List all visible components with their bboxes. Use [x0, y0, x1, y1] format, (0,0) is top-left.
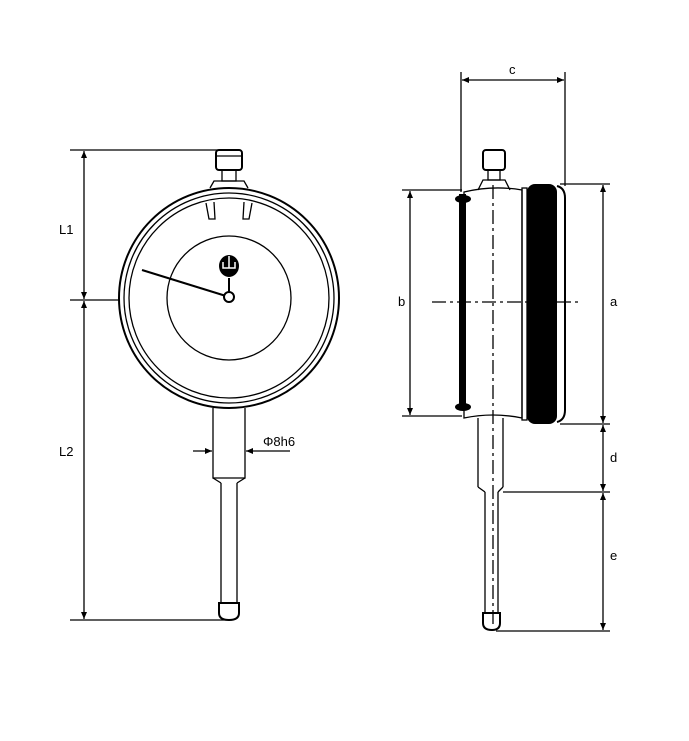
- dim-b-label: b: [398, 294, 405, 309]
- side-stem: [477, 418, 504, 632]
- dimension-L1: L1: [56, 149, 240, 301]
- dim-e-label: e: [610, 548, 617, 563]
- dimension-e: e: [496, 493, 617, 632]
- stem: [212, 408, 246, 622]
- dimension-c: c: [460, 62, 566, 192]
- dimension-b: b: [396, 189, 462, 417]
- case-body: [455, 184, 566, 424]
- front-view: L1 L2 Φ8h6: [56, 149, 340, 622]
- dial-body: [118, 187, 340, 409]
- dim-L1-label: L1: [59, 222, 73, 237]
- stem-diameter-label: Φ8h6: [263, 434, 295, 449]
- dim-c-label: c: [509, 62, 516, 77]
- top-cap: [209, 149, 249, 189]
- side-top-cap: [477, 149, 511, 191]
- dim-a-label: a: [610, 294, 618, 309]
- side-view: c b a d e: [396, 62, 618, 632]
- pointer-and-logo: [141, 255, 239, 303]
- dim-d-label: d: [610, 450, 617, 465]
- dimension-d: d: [503, 425, 617, 493]
- dimension-L2: L2: [56, 301, 226, 621]
- dim-L2-label: L2: [59, 444, 73, 459]
- dimension-stem-diameter: Φ8h6: [193, 434, 295, 454]
- dimension-a: a: [560, 183, 618, 425]
